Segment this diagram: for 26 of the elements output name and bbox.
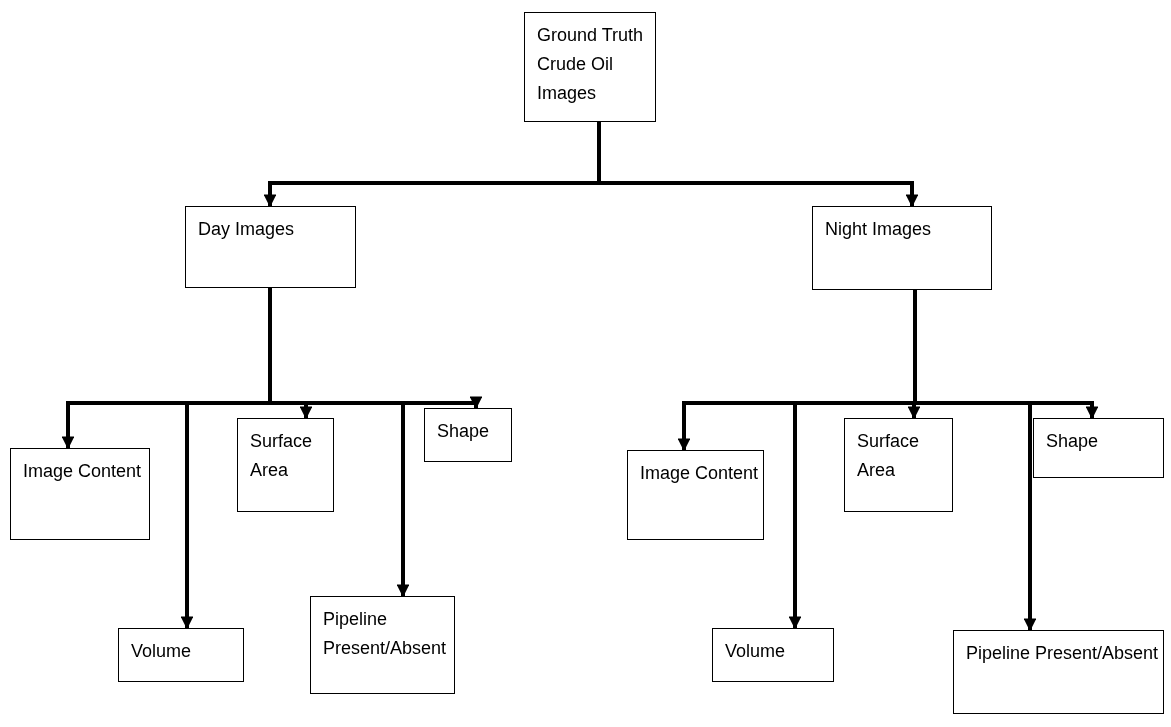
process-box: [627, 450, 764, 540]
box-label: Volume: [725, 640, 787, 663]
box-label: Day Images: [198, 218, 296, 241]
process-box: [310, 596, 455, 694]
process-box: [118, 628, 244, 682]
box-label: Surface Area: [250, 430, 314, 482]
box-label: Shape: [1046, 430, 1100, 453]
box-label: Image Content: [23, 460, 143, 483]
process-box: [185, 206, 356, 288]
process-box: [844, 418, 953, 512]
process-box: [424, 408, 512, 462]
box-label: Ground Truth Crude Oil Images: [537, 24, 645, 105]
process-box: [953, 630, 1164, 714]
process-box: [712, 628, 834, 682]
box-label: Surface Area: [857, 430, 921, 482]
box-label: Shape: [437, 420, 491, 443]
box-label: Pipeline Present/Absent: [323, 608, 448, 660]
box-label: Volume: [131, 640, 193, 663]
process-box: [1033, 418, 1164, 478]
box-label: Night Images: [825, 218, 933, 241]
process-box: [812, 206, 992, 290]
box-label: Image Content: [640, 462, 759, 485]
process-box: [10, 448, 150, 540]
process-box: [237, 418, 334, 512]
process-box: [524, 12, 656, 122]
box-label: Pipeline Present/Absent: [966, 642, 1159, 665]
